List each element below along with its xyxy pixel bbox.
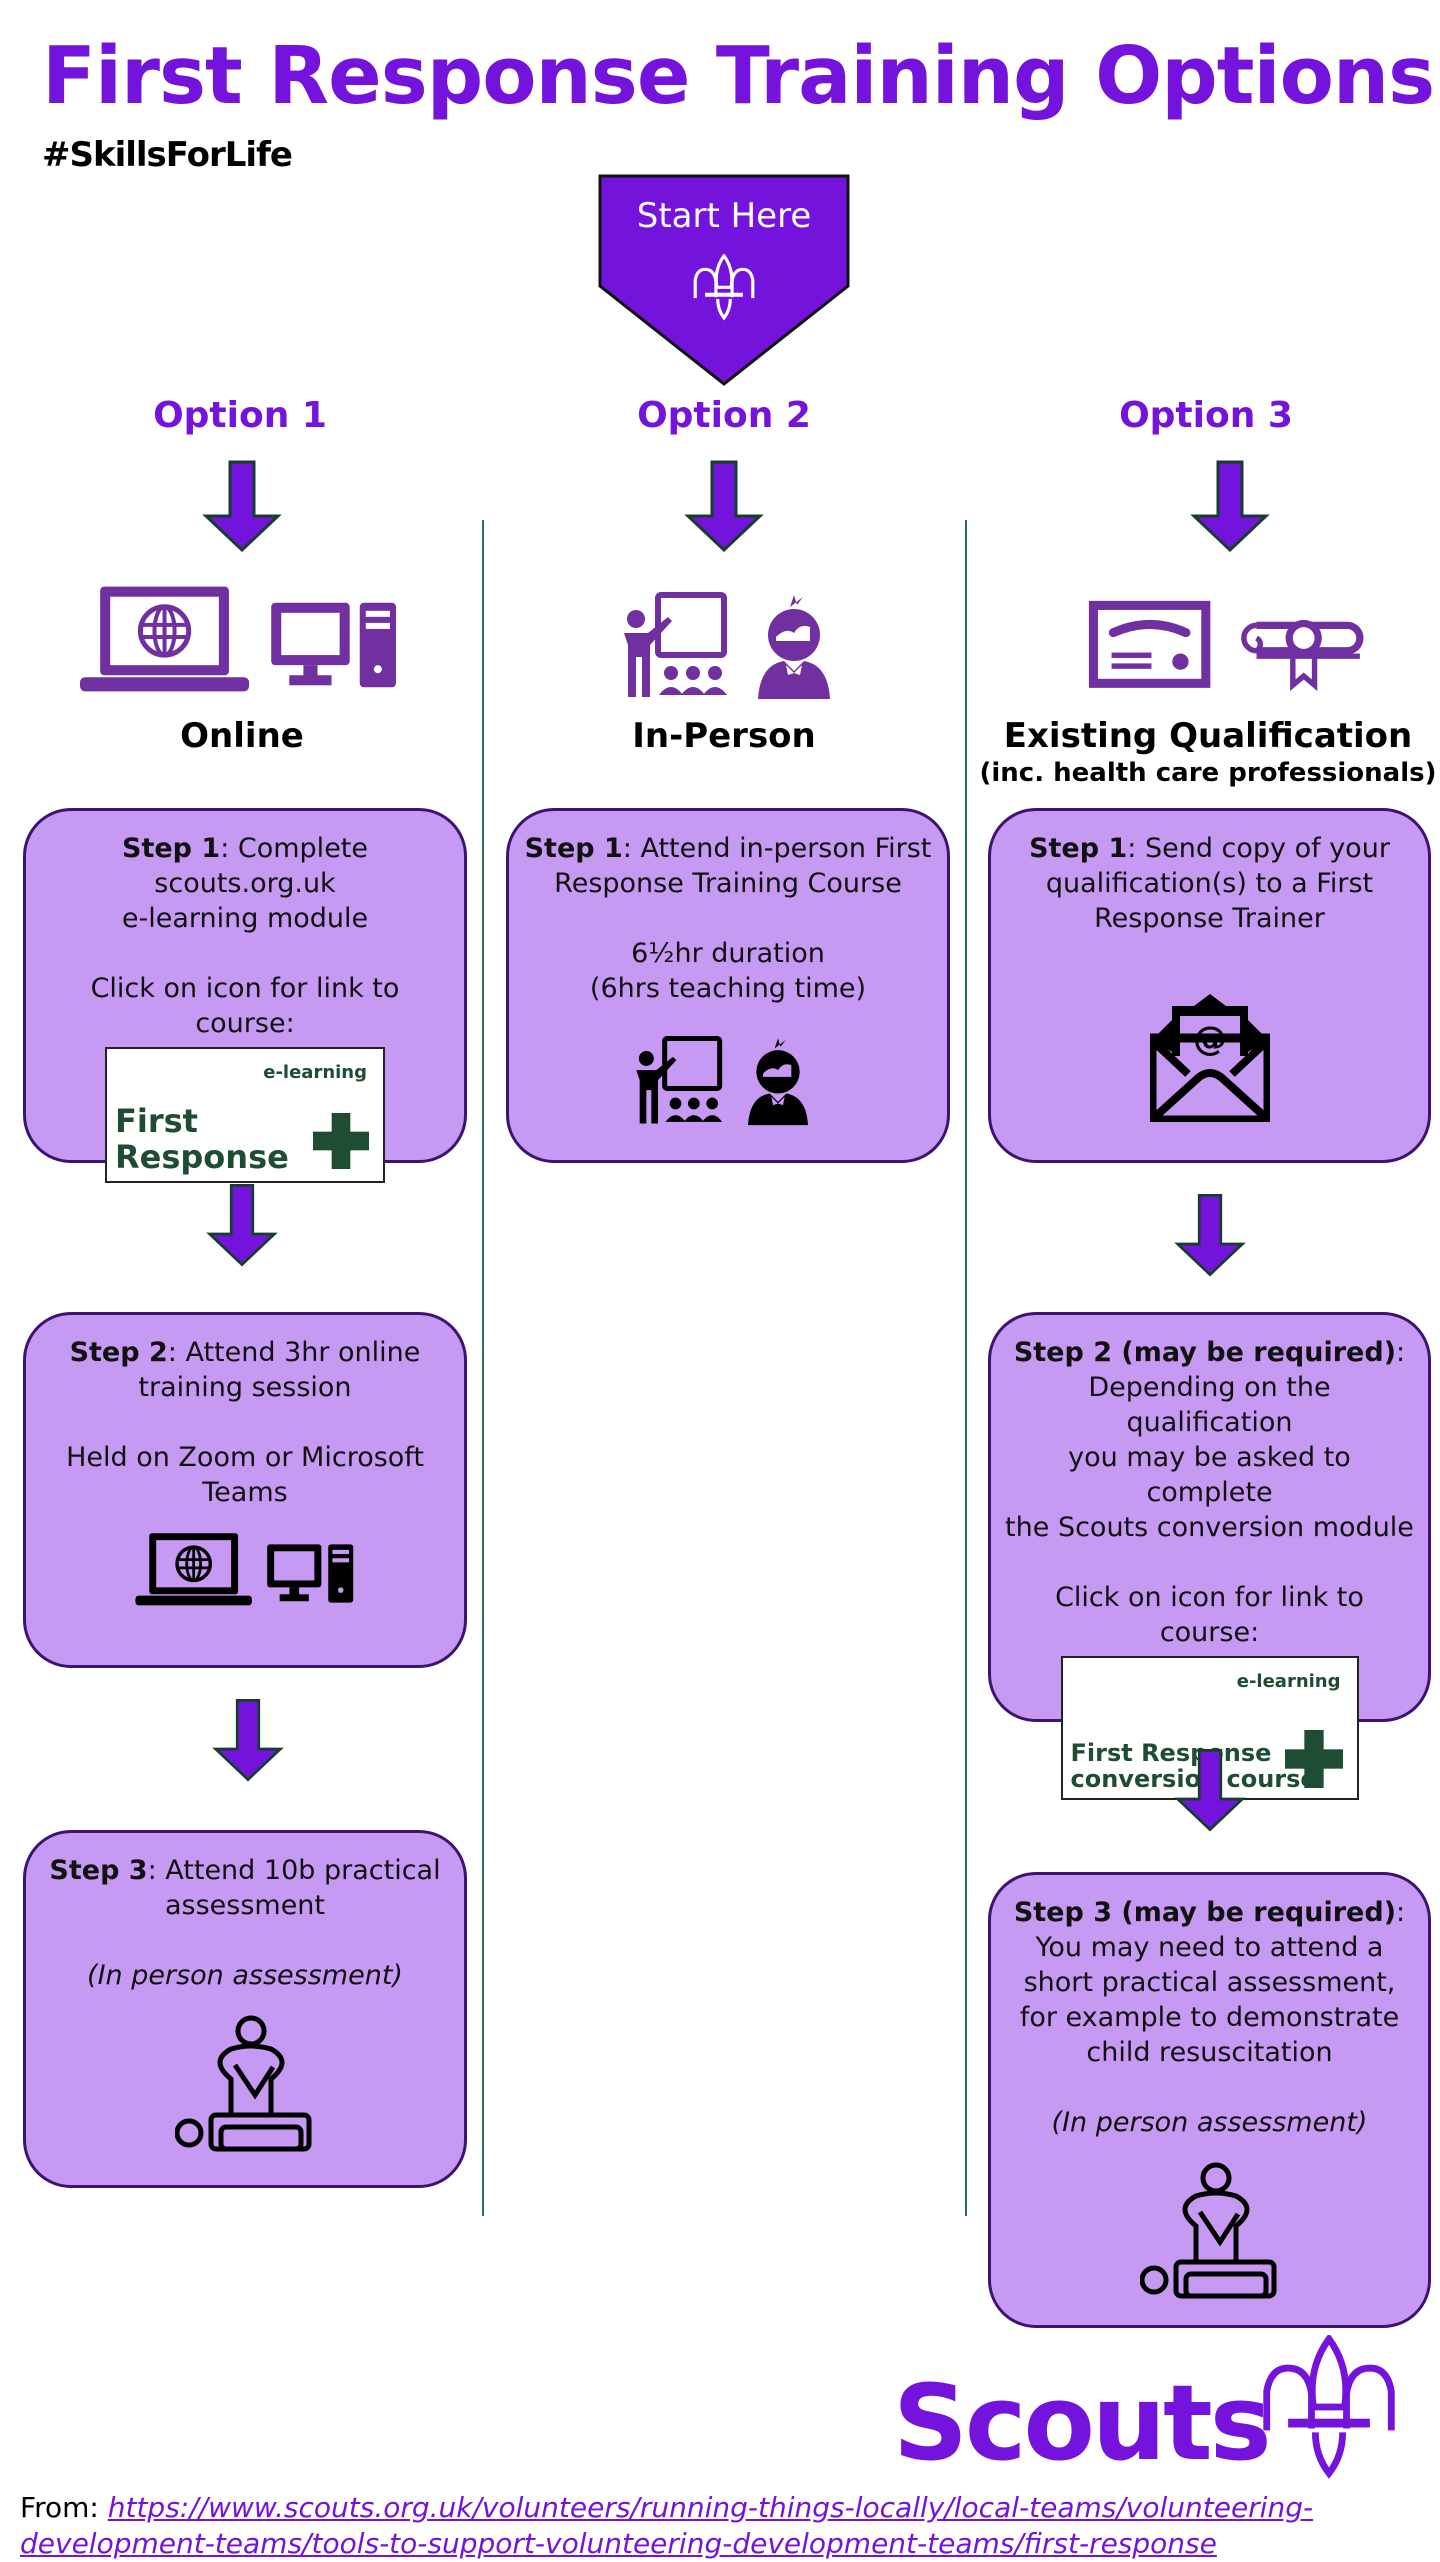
step-text: the Scouts conversion module (1005, 1512, 1414, 1543)
step-text: assessment (164, 1890, 326, 1921)
step-title: Step 1 (1029, 833, 1128, 864)
scouts-logo-wordmark: Scouts (893, 2362, 1272, 2484)
step-text: training session (138, 1372, 352, 1403)
cpr-icon (175, 2015, 315, 2155)
elearning-tag: e-learning (1236, 1671, 1341, 1692)
option-3-step-3-card: Step 3 (may be required): You may need t… (988, 1872, 1431, 2328)
option-3-step-2-card: Step 2 (may be required): Depending on t… (988, 1312, 1431, 1800)
step-note: (6hrs teaching time) (589, 973, 867, 1004)
step-note: Click on icon for link to course: (90, 973, 400, 1039)
arrow-down-icon (202, 460, 282, 552)
footer-prefix: From: (20, 2491, 99, 2524)
first-response-elearning-link[interactable]: e-learning First Response (105, 1047, 385, 1183)
step-text: qualification(s) to a First (1045, 868, 1374, 899)
option-2-label: Option 2 (637, 395, 811, 436)
step-note: Click on icon for link to course: (1055, 1582, 1364, 1648)
option-2-step-1-card: Step 1: Attend in-person First Response … (506, 808, 950, 1163)
source-footer: From: https://www.scouts.org.uk/voluntee… (20, 2490, 1400, 2562)
arrow-down-icon (1174, 1190, 1246, 1280)
option-3-label: Option 3 (1119, 395, 1293, 436)
step-text: scouts.org.uk (154, 868, 336, 899)
step-title: Step 3 (may be required) (1013, 1897, 1397, 1928)
step-text: e-learning module (121, 903, 369, 934)
start-banner-shape (598, 174, 850, 386)
step-title: Step 1 (524, 833, 623, 864)
course-name: Response (115, 1138, 289, 1176)
start-here-label: Start Here (636, 196, 812, 236)
course-name: conversion course (1070, 1765, 1317, 1793)
step-note: (In person assessment) (1051, 2107, 1368, 2138)
step-note: 6½hr duration (631, 938, 825, 969)
step-text: Response Trainer (1094, 903, 1325, 934)
step-text: You may need to attend a (1035, 1932, 1384, 1963)
option-3-heading: Existing Qualification (1003, 716, 1413, 756)
step-note: (In person assessment) (87, 1960, 403, 1991)
teacher-and-student-icon (628, 1026, 828, 1136)
step-text: child resuscitation (1086, 2037, 1333, 2068)
elearning-tag: e-learning (263, 1062, 367, 1083)
step-text: Attend in-person First (640, 833, 932, 864)
course-name: First (115, 1102, 198, 1140)
arrow-down-icon (206, 1180, 278, 1270)
green-cross-icon (313, 1113, 369, 1169)
cpr-icon (1140, 2162, 1280, 2302)
laptop-and-desktop-icon (134, 1524, 356, 1616)
step-note: Teams (202, 1477, 288, 1508)
arrow-down-icon (684, 460, 764, 552)
green-cross-icon (1285, 1730, 1343, 1788)
arrow-down-icon (1190, 460, 1270, 552)
step-text: for example to demonstrate (1019, 2002, 1400, 2033)
laptop-and-desktop-icon (78, 584, 400, 696)
step-text: Attend 10b practical (165, 1855, 441, 1886)
step-title: Step 3 (49, 1855, 148, 1886)
email-envelope-icon (1150, 992, 1270, 1122)
teacher-and-student-icon (614, 590, 854, 702)
option-1-heading: Online (180, 716, 304, 756)
option-1-step-3-card: Step 3: Attend 10b practical assessment … (23, 1830, 467, 2188)
page-title: First Response Training Options (42, 30, 1435, 122)
option-1-step-1-card: Step 1: Complete scouts.org.uk e-learnin… (23, 808, 467, 1183)
option-1-step-2-card: Step 2: Attend 3hr online training sessi… (23, 1312, 467, 1668)
step-title: Step 2 (69, 1337, 168, 1368)
step-title: Step 2 (may be required) (1013, 1337, 1397, 1368)
step-text: Send copy of your (1144, 833, 1390, 864)
option-2-heading: In-Person (632, 716, 816, 756)
arrow-down-icon (212, 1695, 284, 1785)
hashtag-text: #SkillsForLife (42, 135, 293, 175)
step-text: you may be asked to complete (1068, 1442, 1351, 1508)
step-title: Step 1 (122, 833, 221, 864)
step-text: Attend 3hr online (185, 1337, 421, 1368)
step-note: Held on Zoom or Microsoft (66, 1442, 424, 1473)
start-here-banner (598, 174, 850, 386)
fleur-de-lis-icon (1248, 2335, 1410, 2481)
step-text: Complete (237, 833, 368, 864)
source-link[interactable]: https://www.scouts.org.uk/volunteers/run… (20, 2491, 1314, 2560)
option-1-label: Option 1 (153, 395, 327, 436)
step-text: Depending on the qualification (1088, 1372, 1331, 1438)
step-text: short practical assessment, (1023, 1967, 1396, 1998)
arrow-down-icon (1174, 1745, 1246, 1835)
course-name: First Response (1070, 1739, 1272, 1767)
step-text: Response Training Course (554, 868, 902, 899)
column-divider (482, 520, 484, 2216)
option-3-subheading: (inc. health care professionals) (979, 758, 1437, 788)
option-3-step-1-card: Step 1: Send copy of your qualification(… (988, 808, 1431, 1163)
certificate-and-diploma-icon (1088, 598, 1378, 698)
column-divider (965, 520, 967, 2216)
